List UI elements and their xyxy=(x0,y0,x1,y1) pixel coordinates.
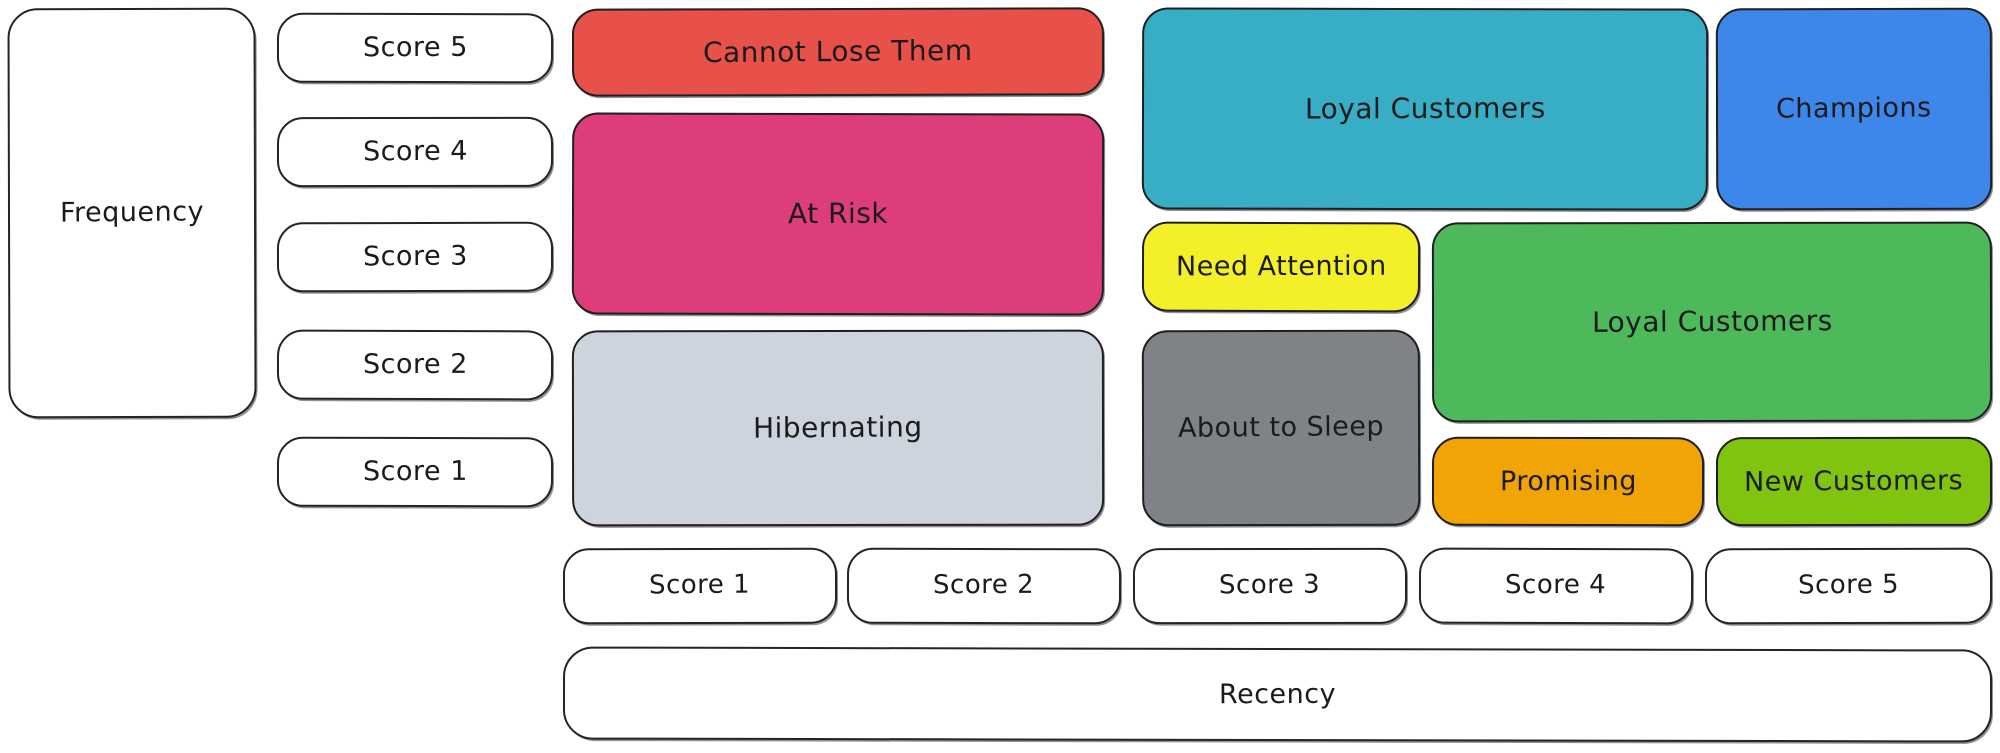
recency-axis-label: Recency xyxy=(1218,678,1337,711)
segment-loyal-customers-green[interactable]: Loyal Customers xyxy=(1431,221,1993,423)
segment-loyal-customers-green-label: Loyal Customers xyxy=(1591,304,1833,339)
recency-score-2-label: Score 2 xyxy=(933,569,1035,601)
recency-score-1-label: Score 1 xyxy=(649,569,751,601)
segment-hibernating-label: Hibernating xyxy=(753,410,923,445)
frequency-score-5[interactable]: Score 5 xyxy=(276,12,554,84)
frequency-score-4-label: Score 4 xyxy=(362,136,468,168)
recency-score-4-label: Score 4 xyxy=(1505,569,1607,601)
segment-at-risk[interactable]: At Risk xyxy=(571,112,1105,316)
segment-cannot-lose-them[interactable]: Cannot Lose Them xyxy=(571,7,1105,97)
frequency-score-1[interactable]: Score 1 xyxy=(276,436,554,508)
recency-score-2[interactable]: Score 2 xyxy=(846,547,1122,625)
segment-hibernating[interactable]: Hibernating xyxy=(571,329,1105,527)
frequency-score-3-label: Score 3 xyxy=(362,241,468,273)
segment-new-customers[interactable]: New Customers xyxy=(1715,436,1993,527)
frequency-axis-label-box: Frequency xyxy=(7,7,257,419)
recency-score-1[interactable]: Score 1 xyxy=(562,547,838,625)
segment-promising[interactable]: Promising xyxy=(1431,436,1705,527)
segment-need-attention-label: Need Attention xyxy=(1175,251,1387,283)
segment-about-to-sleep[interactable]: About to Sleep xyxy=(1141,329,1421,527)
segment-about-to-sleep-label: About to Sleep xyxy=(1177,411,1385,445)
segment-need-attention[interactable]: Need Attention xyxy=(1141,221,1421,313)
frequency-score-1-label: Score 1 xyxy=(362,456,468,488)
segment-loyal-customers-teal[interactable]: Loyal Customers xyxy=(1141,7,1709,211)
recency-score-5-label: Score 5 xyxy=(1797,569,1900,601)
segment-cannot-lose-them-label: Cannot Lose Them xyxy=(703,33,973,70)
recency-axis-label-box: Recency xyxy=(562,646,1993,743)
segment-promising-label: Promising xyxy=(1499,465,1637,498)
frequency-score-2-label: Score 2 xyxy=(362,349,468,381)
frequency-score-4[interactable]: Score 4 xyxy=(276,116,554,188)
frequency-axis-label: Frequency xyxy=(59,196,205,230)
frequency-score-2[interactable]: Score 2 xyxy=(276,329,554,401)
recency-score-3-label: Score 3 xyxy=(1219,569,1321,601)
recency-score-5[interactable]: Score 5 xyxy=(1704,547,1993,625)
frequency-score-3[interactable]: Score 3 xyxy=(276,221,554,293)
recency-score-3[interactable]: Score 3 xyxy=(1132,547,1408,625)
segment-at-risk-label: At Risk xyxy=(787,196,889,231)
segment-champions[interactable]: Champions xyxy=(1715,7,1993,211)
segment-champions-label: Champions xyxy=(1776,92,1932,126)
segment-new-customers-label: New Customers xyxy=(1744,465,1964,498)
frequency-score-5-label: Score 5 xyxy=(362,32,468,64)
recency-score-4[interactable]: Score 4 xyxy=(1418,547,1694,625)
segment-loyal-customers-teal-label: Loyal Customers xyxy=(1304,91,1546,126)
